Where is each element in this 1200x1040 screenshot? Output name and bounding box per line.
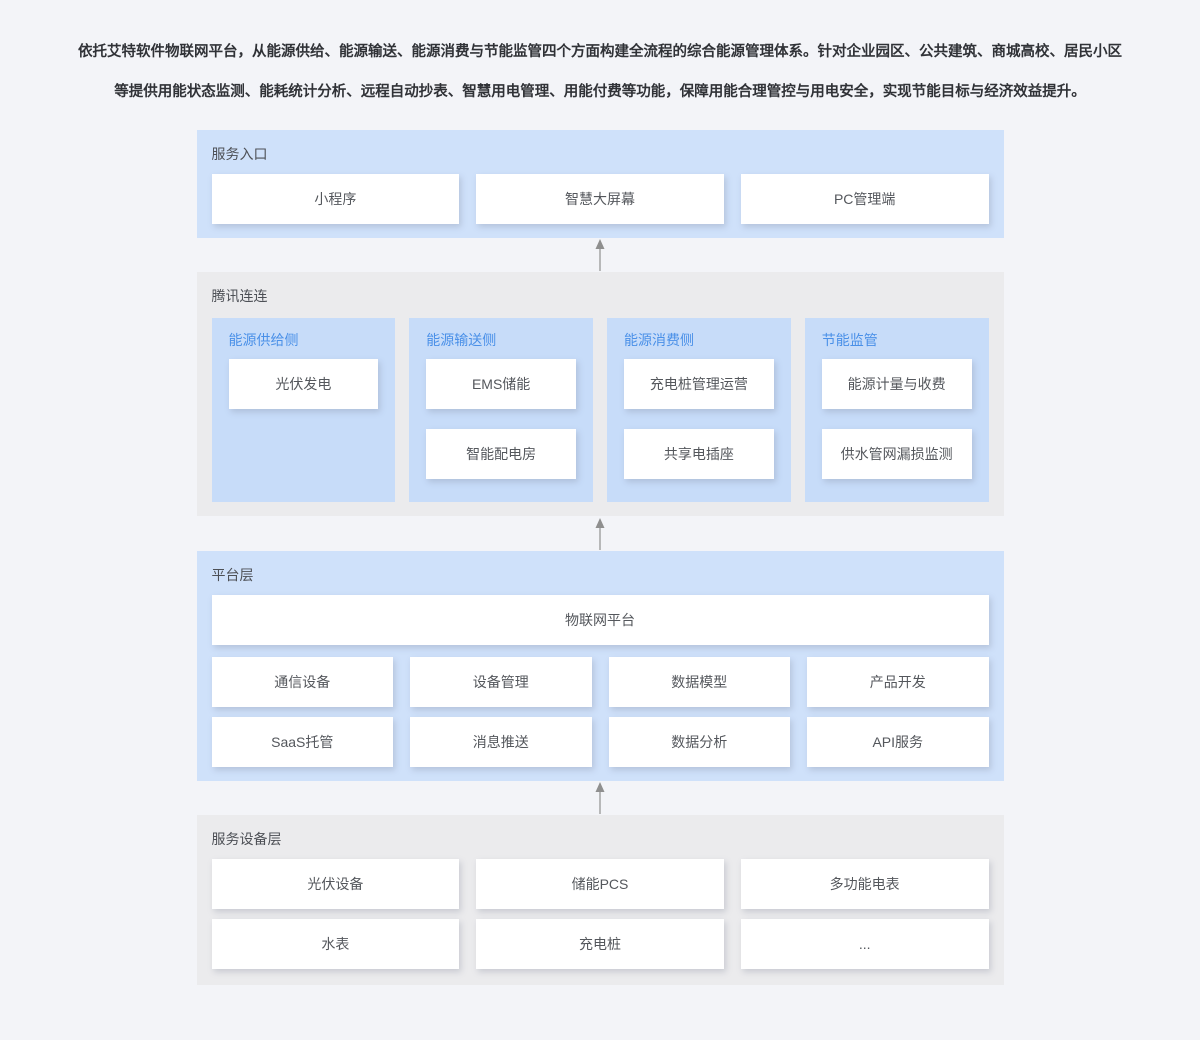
- diagram-node-data-analysis: 数据分析: [608, 717, 790, 767]
- connector-3: [197, 781, 1004, 815]
- diagram-node-api-service: API服务: [807, 717, 989, 767]
- diagram-node-iot-platform: 物联网平台: [211, 595, 989, 645]
- diagram-node-communication-devices: 通信设备: [211, 657, 393, 707]
- diagram-node-smart-screen: 智慧大屏幕: [476, 174, 724, 224]
- section-title-tencent-lianlian: 腾讯连连: [211, 288, 268, 304]
- connector-1: [197, 238, 1004, 272]
- diagram-node-energy-metering-billing: 能源计量与收费: [821, 359, 972, 409]
- diagram-node-message-push: 消息推送: [410, 717, 592, 767]
- section-title-service-entry: 服务入口: [211, 146, 268, 162]
- tencent-columns: 能源供给侧 光伏发电 能源输送侧 EMS储能 智能配电房 能源消费侧 充电桩管理…: [211, 318, 989, 502]
- diagram-node-pv-equipment: 光伏设备: [211, 859, 460, 909]
- diagram-node-ellipsis: ...: [740, 919, 989, 969]
- diagram-node-water-meter: 水表: [211, 919, 460, 969]
- column-header-energy-saving-supervision: 节能监管: [821, 332, 878, 348]
- section-title-device-layer: 服务设备层: [211, 831, 282, 847]
- service-entry-grid: 小程序 智慧大屏幕 PC管理端: [211, 174, 989, 224]
- diagram-node-storage-pcs: 储能PCS: [476, 859, 724, 909]
- diagram-node-product-development: 产品开发: [807, 657, 989, 707]
- diagram-node-charging-pile-ops: 充电桩管理运营: [624, 359, 774, 409]
- diagram-node-ems-storage: EMS储能: [426, 359, 576, 409]
- connector-2: [197, 516, 1004, 551]
- diagram-node-multifunction-meter: 多功能电表: [740, 859, 989, 909]
- column-energy-saving-supervision: 节能监管 能源计量与收费 供水管网漏损监测: [804, 318, 989, 502]
- section-tencent-lianlian: 腾讯连连 能源供给侧 光伏发电 能源输送侧 EMS储能 智能配电房 能源消费侧 …: [196, 272, 1004, 516]
- diagram-node-data-model: 数据模型: [608, 657, 790, 707]
- section-title-platform-layer: 平台层: [211, 567, 254, 583]
- intro-line-2: 等提供用能状态监测、能耗统计分析、远程自动抄表、智慧用电管理、用能付费等功能，保…: [114, 84, 1086, 100]
- diagram-node-saas-hosting: SaaS托管: [211, 717, 393, 767]
- diagram-node-pc-admin: PC管理端: [740, 174, 989, 224]
- section-device-layer: 服务设备层 光伏设备 储能PCS 多功能电表 水表 充电桩 ...: [196, 815, 1004, 985]
- section-service-entry: 服务入口 小程序 智慧大屏幕 PC管理端: [196, 130, 1004, 238]
- diagram-node-device-management: 设备管理: [410, 657, 592, 707]
- diagram-node-mini-program: 小程序: [211, 174, 460, 224]
- column-energy-supply: 能源供给侧 光伏发电: [211, 318, 396, 502]
- architecture-diagram: 服务入口 小程序 智慧大屏幕 PC管理端 腾讯连连 能源供给侧 光伏发电 能源输…: [196, 130, 1004, 985]
- up-arrow-icon: [595, 517, 605, 550]
- column-header-energy-transmission: 能源输送侧: [426, 332, 497, 348]
- diagram-node-water-leakage-monitoring: 供水管网漏损监测: [821, 429, 972, 479]
- column-header-energy-consumption: 能源消费侧: [624, 332, 694, 348]
- intro-line-1: 依托艾特软件物联网平台，从能源供给、能源输送、能源消费与节能监管四个方面构建全流…: [78, 44, 1122, 60]
- column-header-energy-supply: 能源供给侧: [228, 332, 299, 348]
- diagram-node-charging-pile: 充电桩: [476, 919, 724, 969]
- diagram-node-smart-distribution-room: 智能配电房: [426, 429, 576, 479]
- intro-paragraph: 依托艾特软件物联网平台，从能源供给、能源输送、能源消费与节能监管四个方面构建全流…: [0, 0, 1200, 112]
- diagram-node-pv-generation: 光伏发电: [228, 359, 379, 409]
- diagram-node-shared-socket: 共享电插座: [624, 429, 774, 479]
- platform-grid: 通信设备 设备管理 数据模型 产品开发 SaaS托管 消息推送 数据分析 API…: [211, 657, 989, 767]
- up-arrow-icon: [595, 239, 605, 271]
- section-platform-layer: 平台层 物联网平台 通信设备 设备管理 数据模型 产品开发 SaaS托管 消息推…: [196, 551, 1004, 781]
- column-energy-transmission: 能源输送侧 EMS储能 智能配电房: [409, 318, 593, 502]
- column-energy-consumption: 能源消费侧 充电桩管理运营 共享电插座: [607, 318, 791, 502]
- device-grid: 光伏设备 储能PCS 多功能电表 水表 充电桩 ...: [211, 859, 989, 969]
- up-arrow-icon: [595, 782, 605, 814]
